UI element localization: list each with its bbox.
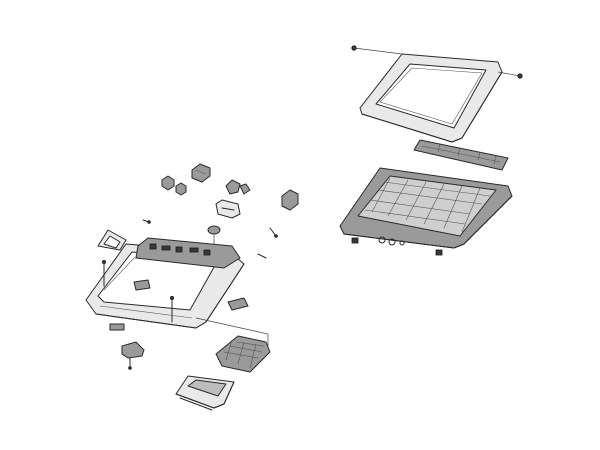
clip-part-4 [225, 179, 251, 195]
clip-part-5 [281, 189, 299, 211]
lid-switch [121, 341, 145, 370]
cover-handle [97, 229, 127, 251]
lid-hinge-pin-left [351, 45, 403, 55]
dispenser-housing [215, 335, 271, 373]
side-bumper [227, 297, 249, 311]
clip-part-1 [161, 175, 175, 191]
dispenser-drawer [175, 375, 235, 411]
clip-part-2 [175, 182, 187, 196]
clip-part-3 [191, 163, 211, 183]
screw-right [257, 227, 278, 259]
front-badge [109, 323, 125, 331]
lid-hinge-pin-right [497, 71, 523, 79]
knob-part [207, 225, 221, 246]
hinge-bar [413, 139, 509, 171]
glass-lid [359, 53, 503, 143]
screw-left [142, 219, 151, 224]
top-cover [85, 237, 245, 329]
bracket-part [215, 199, 241, 219]
top-panel-frame [339, 167, 513, 256]
